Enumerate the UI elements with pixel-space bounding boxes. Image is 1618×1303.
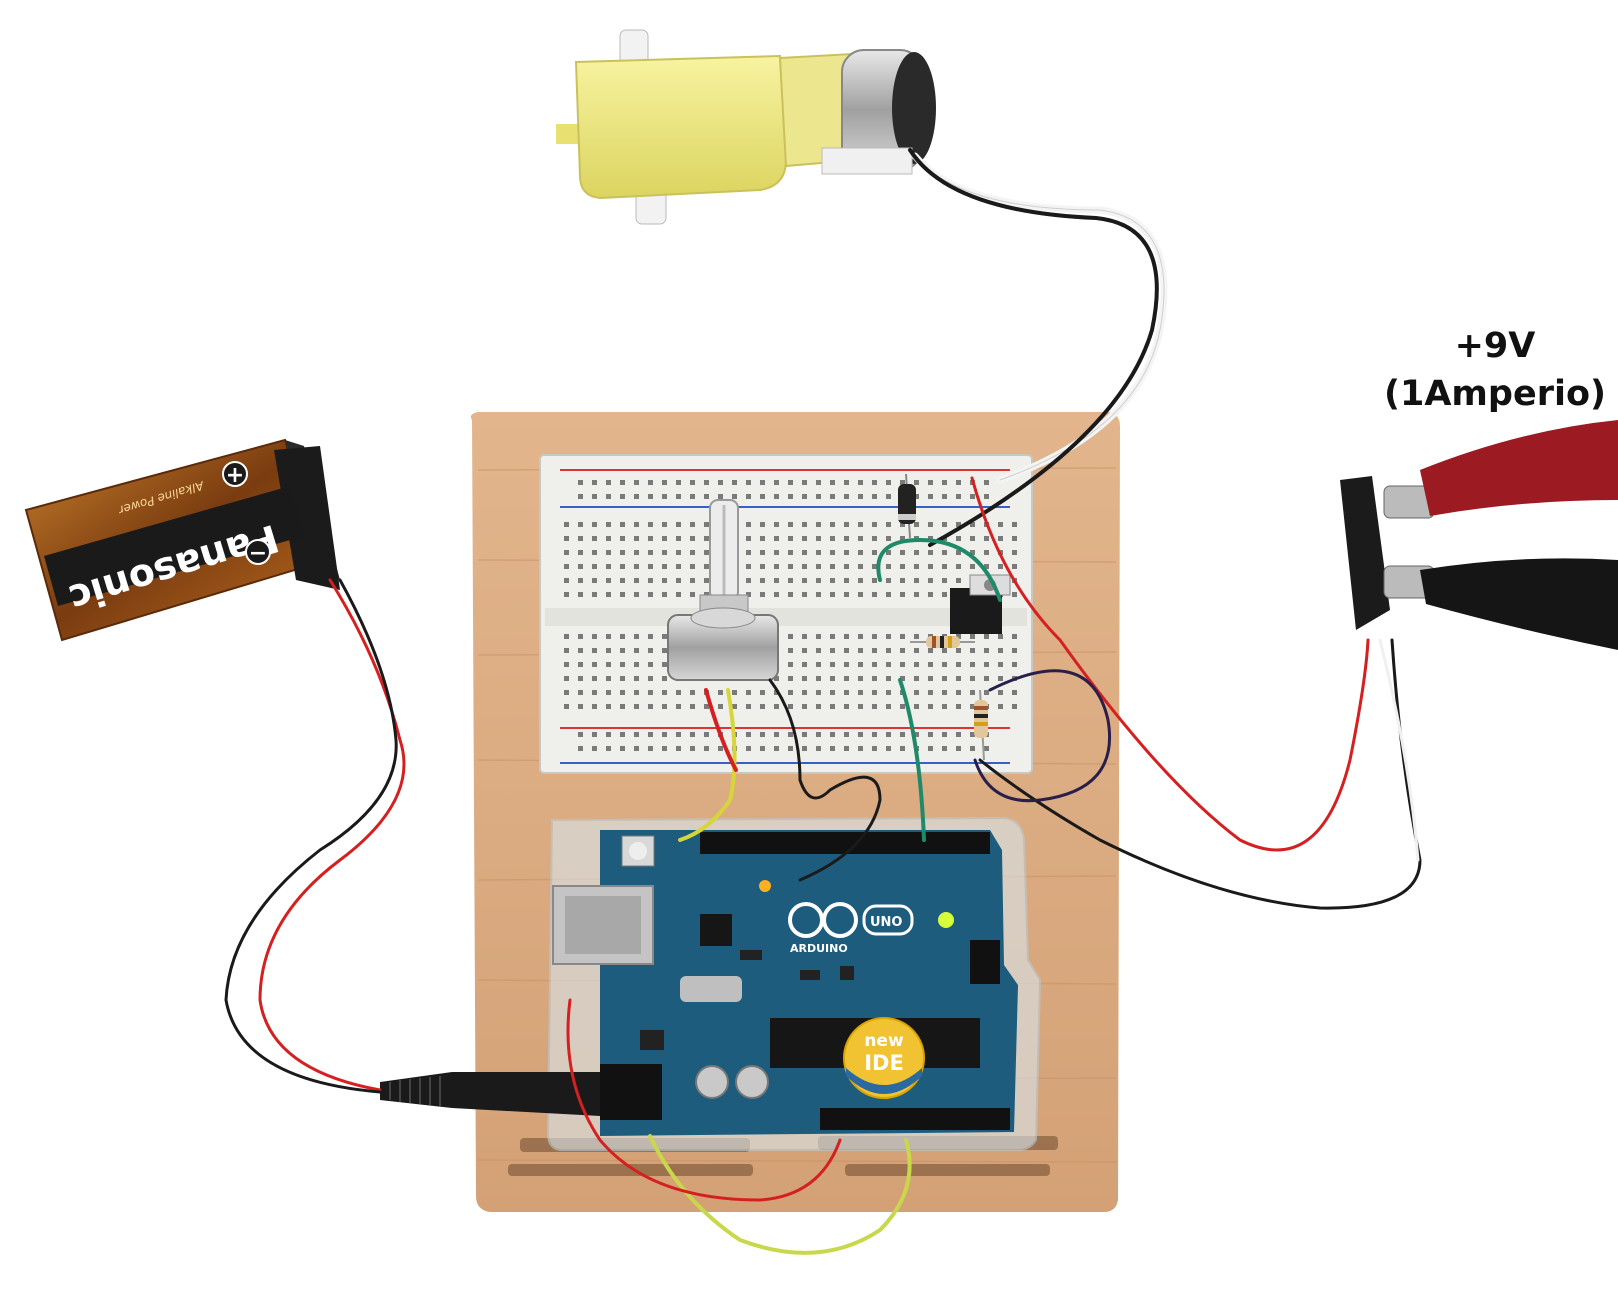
current-label: (1Amperio): [1384, 374, 1606, 414]
resistor-horizontal: [910, 636, 975, 648]
alligator-clips: [1340, 420, 1618, 650]
diode: [898, 473, 916, 539]
dc-gear-motor: [556, 29, 936, 225]
resistor-vertical: [974, 689, 988, 761]
power-supply-caption: +9V (1Amperio): [1380, 322, 1610, 418]
voltage-label: +9V: [1454, 326, 1536, 366]
battery-plus-symbol: +: [226, 463, 244, 488]
arduino-uno-board: ARDUINO UNO new IDE: [546, 816, 1042, 1151]
breadboard: [539, 454, 1033, 774]
arduino-brand-label: ARDUINO: [790, 942, 848, 955]
new-ide-badge: new IDE: [843, 1017, 925, 1099]
battery-minus-symbol: −: [249, 541, 267, 566]
arduino-logo: [788, 902, 914, 938]
wires: [224, 148, 1422, 1255]
9v-battery: Panasonic Alkaline Power + −: [24, 438, 340, 642]
badge-line1: new: [864, 1031, 904, 1051]
dc-barrel-plug: [380, 1064, 662, 1120]
transistor: [950, 574, 1011, 634]
badge-line2: IDE: [864, 1051, 904, 1075]
arduino-model-label: UNO: [870, 915, 903, 930]
potentiometer[interactable]: [667, 499, 779, 681]
